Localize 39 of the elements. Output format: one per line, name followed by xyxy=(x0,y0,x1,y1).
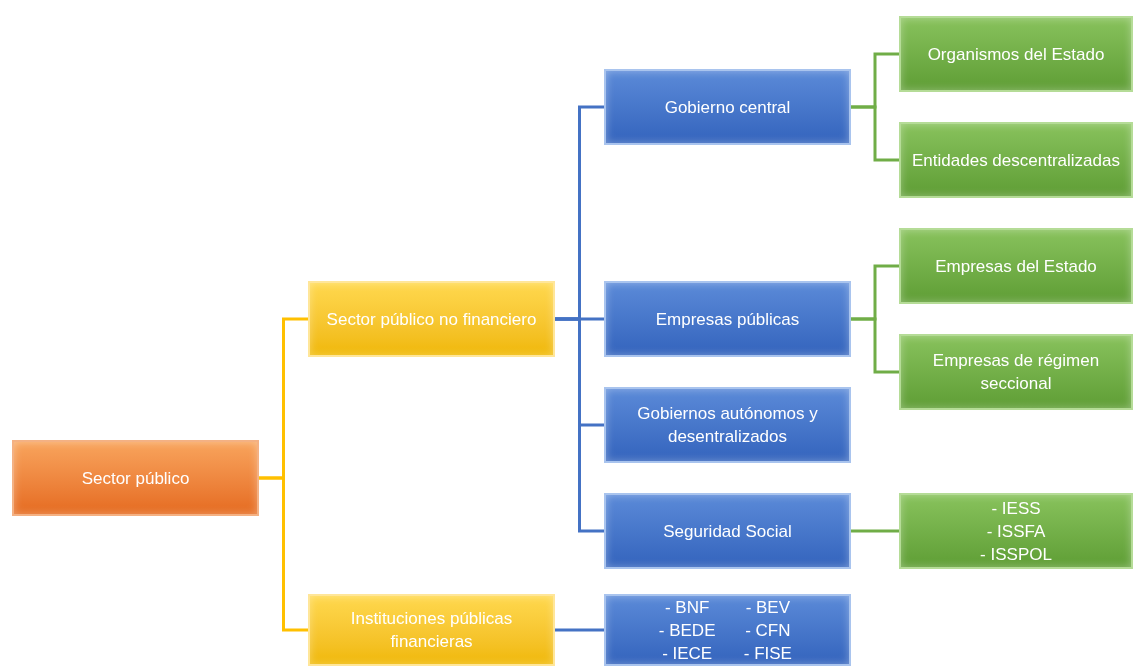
box-label: Empresas del Estado xyxy=(934,255,1098,278)
box-label: - FISE xyxy=(742,642,793,665)
process-box xyxy=(604,69,851,145)
process-box xyxy=(899,228,1133,304)
connector-line xyxy=(555,317,604,533)
box-label: Gobierno central xyxy=(663,96,792,119)
box-label: - BNF xyxy=(663,596,711,619)
connector-line xyxy=(259,476,308,632)
box-label: Entidades descentralizadas xyxy=(911,149,1121,172)
process-box xyxy=(899,493,1133,569)
process-box xyxy=(604,594,851,666)
connector-line xyxy=(851,317,899,374)
box-label: Gobiernos autónomos y desentralizados xyxy=(636,403,819,448)
box-label: - ISSPOL xyxy=(979,543,1053,566)
box-label: Seguridad Social xyxy=(662,520,793,543)
connector-line xyxy=(851,529,899,533)
box-label: - ISSFA xyxy=(985,520,1047,543)
box-label: - IESS xyxy=(990,497,1042,520)
process-box xyxy=(12,440,259,516)
box-label: Organismos del Estado xyxy=(926,43,1106,66)
process-box xyxy=(899,16,1133,92)
process-box xyxy=(604,281,851,357)
connector-line xyxy=(555,628,604,632)
process-box xyxy=(308,594,555,666)
process-box xyxy=(899,334,1133,410)
box-label: Sector público xyxy=(80,467,191,490)
box-label: - BEDE xyxy=(658,619,716,642)
box-label: Sector público no financiero xyxy=(325,308,538,331)
process-box xyxy=(899,122,1133,198)
box-label: - IECE xyxy=(661,642,714,665)
process-box xyxy=(308,281,555,357)
box-label: Instituciones públicas financieras xyxy=(349,608,514,653)
connector-line xyxy=(851,105,899,162)
box-label: Empresas públicas xyxy=(654,308,801,331)
process-box xyxy=(604,387,851,463)
box-label: Empresas de régimen seccional xyxy=(931,350,1101,395)
box-label: - CFN xyxy=(744,619,792,642)
box-label: - BEV xyxy=(744,596,792,619)
process-box xyxy=(604,493,851,569)
